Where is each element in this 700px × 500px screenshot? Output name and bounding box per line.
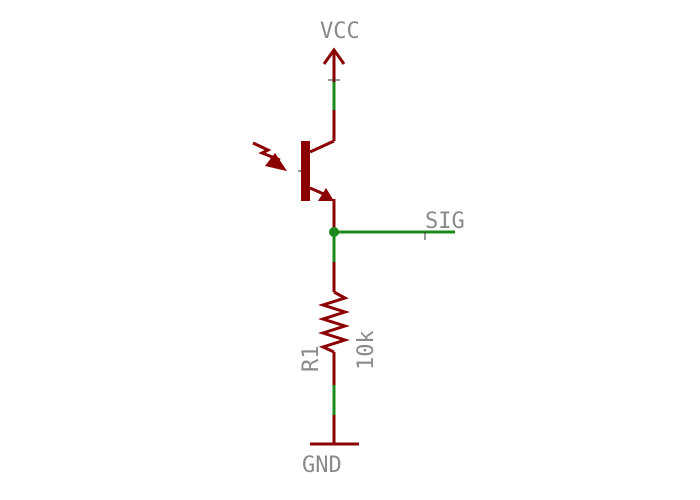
sig-label: SIG (425, 209, 465, 234)
light-arrows-icon (252, 141, 287, 171)
vcc-symbol (322, 47, 346, 82)
resistor-r1 (318, 262, 350, 385)
phototransistor (298, 110, 336, 232)
gnd-symbol (310, 415, 359, 446)
gnd-label: GND (302, 453, 342, 478)
resistor-value-label: 10k (354, 330, 379, 370)
vcc-label: VCC (320, 19, 360, 44)
resistor-name-label: R1 (299, 346, 324, 373)
